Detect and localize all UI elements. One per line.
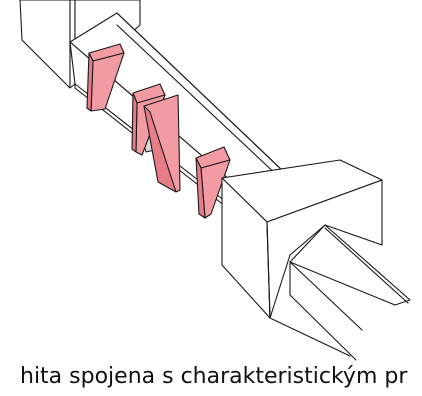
highlight-wedge-4 (195, 146, 231, 219)
lower-wing (269, 224, 411, 361)
caption-text: hita spojena s charakteristickým pr (20, 364, 408, 389)
highlight-wedges (86, 43, 231, 219)
highlight-wedge-3 (143, 94, 181, 193)
gabled-volume-right (221, 159, 383, 319)
highlight-wedge-1 (86, 43, 125, 112)
